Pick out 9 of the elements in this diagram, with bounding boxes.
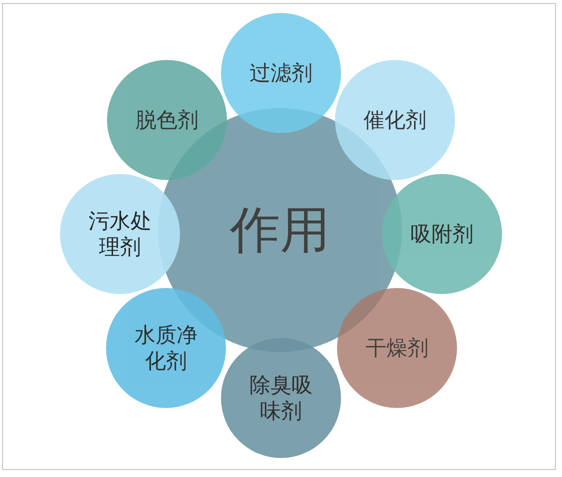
circle-label: 除臭吸味剂 [248, 372, 314, 424]
circle-label: 脱色剂 [134, 106, 200, 134]
circle-label: 干燥剂 [364, 334, 430, 362]
circle-label: 过滤剂 [248, 60, 314, 86]
circle-label: 催化剂 [362, 106, 428, 134]
circle-label: 作用 [229, 200, 331, 261]
circle-label: 吸附剂 [410, 220, 474, 248]
circle-label: 水质净化剂 [134, 322, 198, 374]
circle-label: 污水处理剂 [88, 208, 152, 260]
